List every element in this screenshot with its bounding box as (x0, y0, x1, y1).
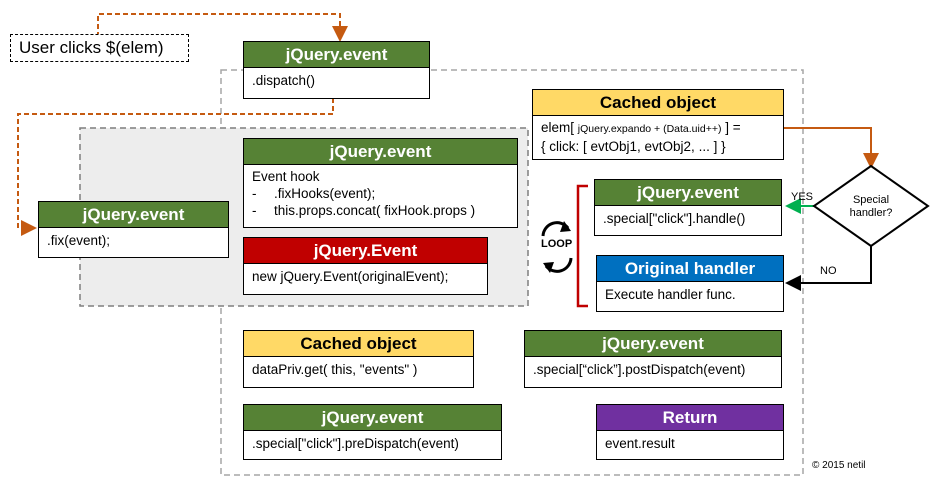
pre-dispatch-title: jQuery.event (244, 405, 501, 431)
cache-key-expr: jQuery.expando + (Data.uid++) (577, 123, 722, 135)
cached-object-bottom-body: dataPriv.get( this, "events" ) (252, 362, 418, 377)
fix-title: jQuery.event (39, 202, 228, 228)
cached-object-top-title: Cached object (533, 90, 783, 116)
fix-body: .fix(event); (47, 233, 111, 248)
return-body: event.result (605, 436, 675, 451)
trigger-label: User clicks $(elem) (19, 38, 164, 57)
post-dispatch-body: .special[“click”].postDispatch(event) (533, 362, 746, 377)
arrow-trigger-to-dispatch (97, 13, 348, 42)
cached-object-bottom-box: Cached object dataPriv.get( this, "event… (243, 330, 474, 388)
original-handler-body: Execute handler func. (605, 287, 736, 302)
copyright: © 2015 netil (812, 460, 866, 471)
arrow-no (785, 244, 872, 291)
original-handler-title: Original handler (597, 256, 783, 282)
pre-dispatch-box: jQuery.event .special["click"].preDispat… (243, 404, 502, 460)
arrow-dispatch-to-fix (17, 98, 334, 236)
dispatch-title: jQuery.event (244, 42, 429, 68)
yes-label: YES (791, 191, 814, 203)
cached-object-top-line2: { click: [ evtObj1, evtObj2, ... ] } (541, 139, 726, 154)
cached-object-top-box: Cached object elem[ jQuery.expando + (Da… (532, 89, 784, 160)
cached-object-top-line1: elem[ jQuery.expando + (Data.uid++) ] = (541, 119, 775, 138)
decision-label: Special handler? (826, 194, 916, 220)
event-hook-box: jQuery.event Event hook - .fixHooks(event… (243, 138, 518, 228)
special-handle-body: .special["click"].handle() (603, 211, 746, 226)
cached-object-bottom-title: Cached object (244, 331, 473, 357)
cache-key-close: ] = (721, 120, 741, 135)
special-handle-box: jQuery.event .special["click"].handle() (594, 179, 782, 236)
cache-key-open: elem[ (541, 120, 578, 135)
jquery-event-constructor-box: jQuery.Event new jQuery.Event(originalEv… (243, 237, 488, 295)
decision-diamond (812, 164, 930, 248)
jquery-event-constructor-title: jQuery.Event (244, 238, 487, 264)
dispatch-box: jQuery.event .dispatch() (243, 41, 430, 99)
post-dispatch-box: jQuery.event .special[“click”].postDispa… (524, 330, 782, 388)
return-box: Return event.result (596, 404, 784, 460)
event-hook-heading: Event hook (252, 169, 320, 184)
fix-box: jQuery.event .fix(event); (38, 201, 229, 258)
dispatch-body: .dispatch() (252, 73, 316, 88)
original-handler-box: Original handler Execute handler func. (596, 255, 784, 312)
jquery-event-constructor-body: new jQuery.Event(originalEvent); (252, 269, 449, 284)
event-hook-title: jQuery.event (244, 139, 517, 165)
bullet-dash: - (252, 203, 257, 218)
event-hook-bullet-2: - this.props.concat( fixHook.props ) (252, 202, 509, 219)
bullet-2-text: this.props.concat( fixHook.props ) (274, 203, 476, 218)
special-handle-title: jQuery.event (595, 180, 781, 206)
bullet-1-text: .fixHooks(event); (274, 186, 376, 201)
bullet-dash: - (252, 186, 257, 201)
loop-cycle-icon (541, 221, 573, 273)
loop-label: LOOP (540, 238, 574, 250)
no-label: NO (820, 265, 837, 277)
decision-line-1: Special (852, 194, 890, 206)
loop-bracket (576, 184, 588, 308)
return-title: Return (597, 405, 783, 431)
event-hook-bullet-1: - .fixHooks(event); (252, 185, 509, 202)
pre-dispatch-body: .special["click"].preDispatch(event) (252, 436, 459, 451)
user-click-trigger: User clicks $(elem) (10, 34, 189, 62)
decision-line-2: handler? (849, 207, 893, 219)
post-dispatch-title: jQuery.event (525, 331, 781, 357)
arrow-cache-to-decision (784, 127, 879, 169)
